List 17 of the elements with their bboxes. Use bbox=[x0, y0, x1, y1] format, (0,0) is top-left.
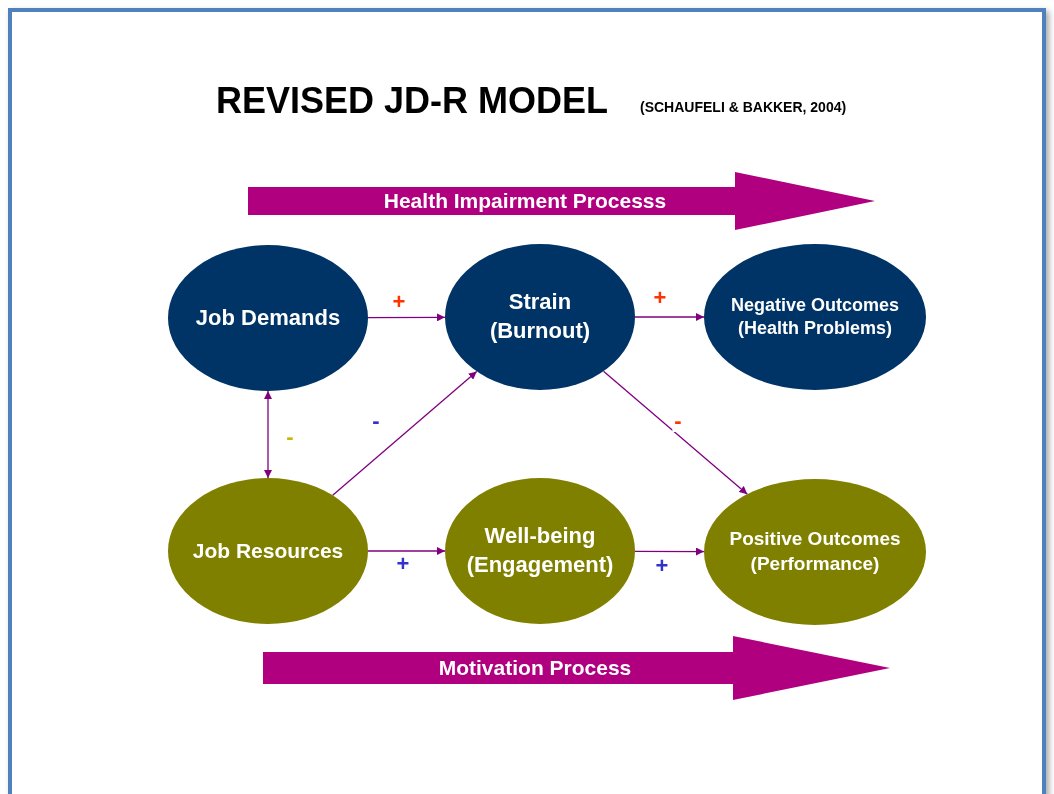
arrow bbox=[634, 313, 705, 321]
node-label: Strain (Burnout) bbox=[488, 288, 592, 345]
arrow bbox=[634, 547, 705, 556]
arrow bbox=[367, 313, 446, 322]
node-label: Well-being (Engagement) bbox=[465, 522, 615, 579]
arrow bbox=[367, 547, 446, 555]
node-label: Positive Outcomes (Performance) bbox=[728, 527, 902, 576]
citation: (SCHAUFELI & BAKKER, 2004) bbox=[640, 99, 847, 115]
process-label: Motivation Process bbox=[438, 656, 632, 680]
node-label: Job Resources bbox=[192, 538, 344, 565]
title: REVISED JD-R MODEL bbox=[216, 80, 609, 122]
process-label: Health Impairment Processs bbox=[383, 189, 667, 213]
arrow bbox=[332, 370, 478, 496]
node-label: Negative Outcomes (Health Problems) bbox=[729, 293, 901, 340]
node-label: Job Demands bbox=[195, 303, 341, 332]
arrow bbox=[602, 370, 748, 495]
arrow bbox=[264, 390, 272, 479]
